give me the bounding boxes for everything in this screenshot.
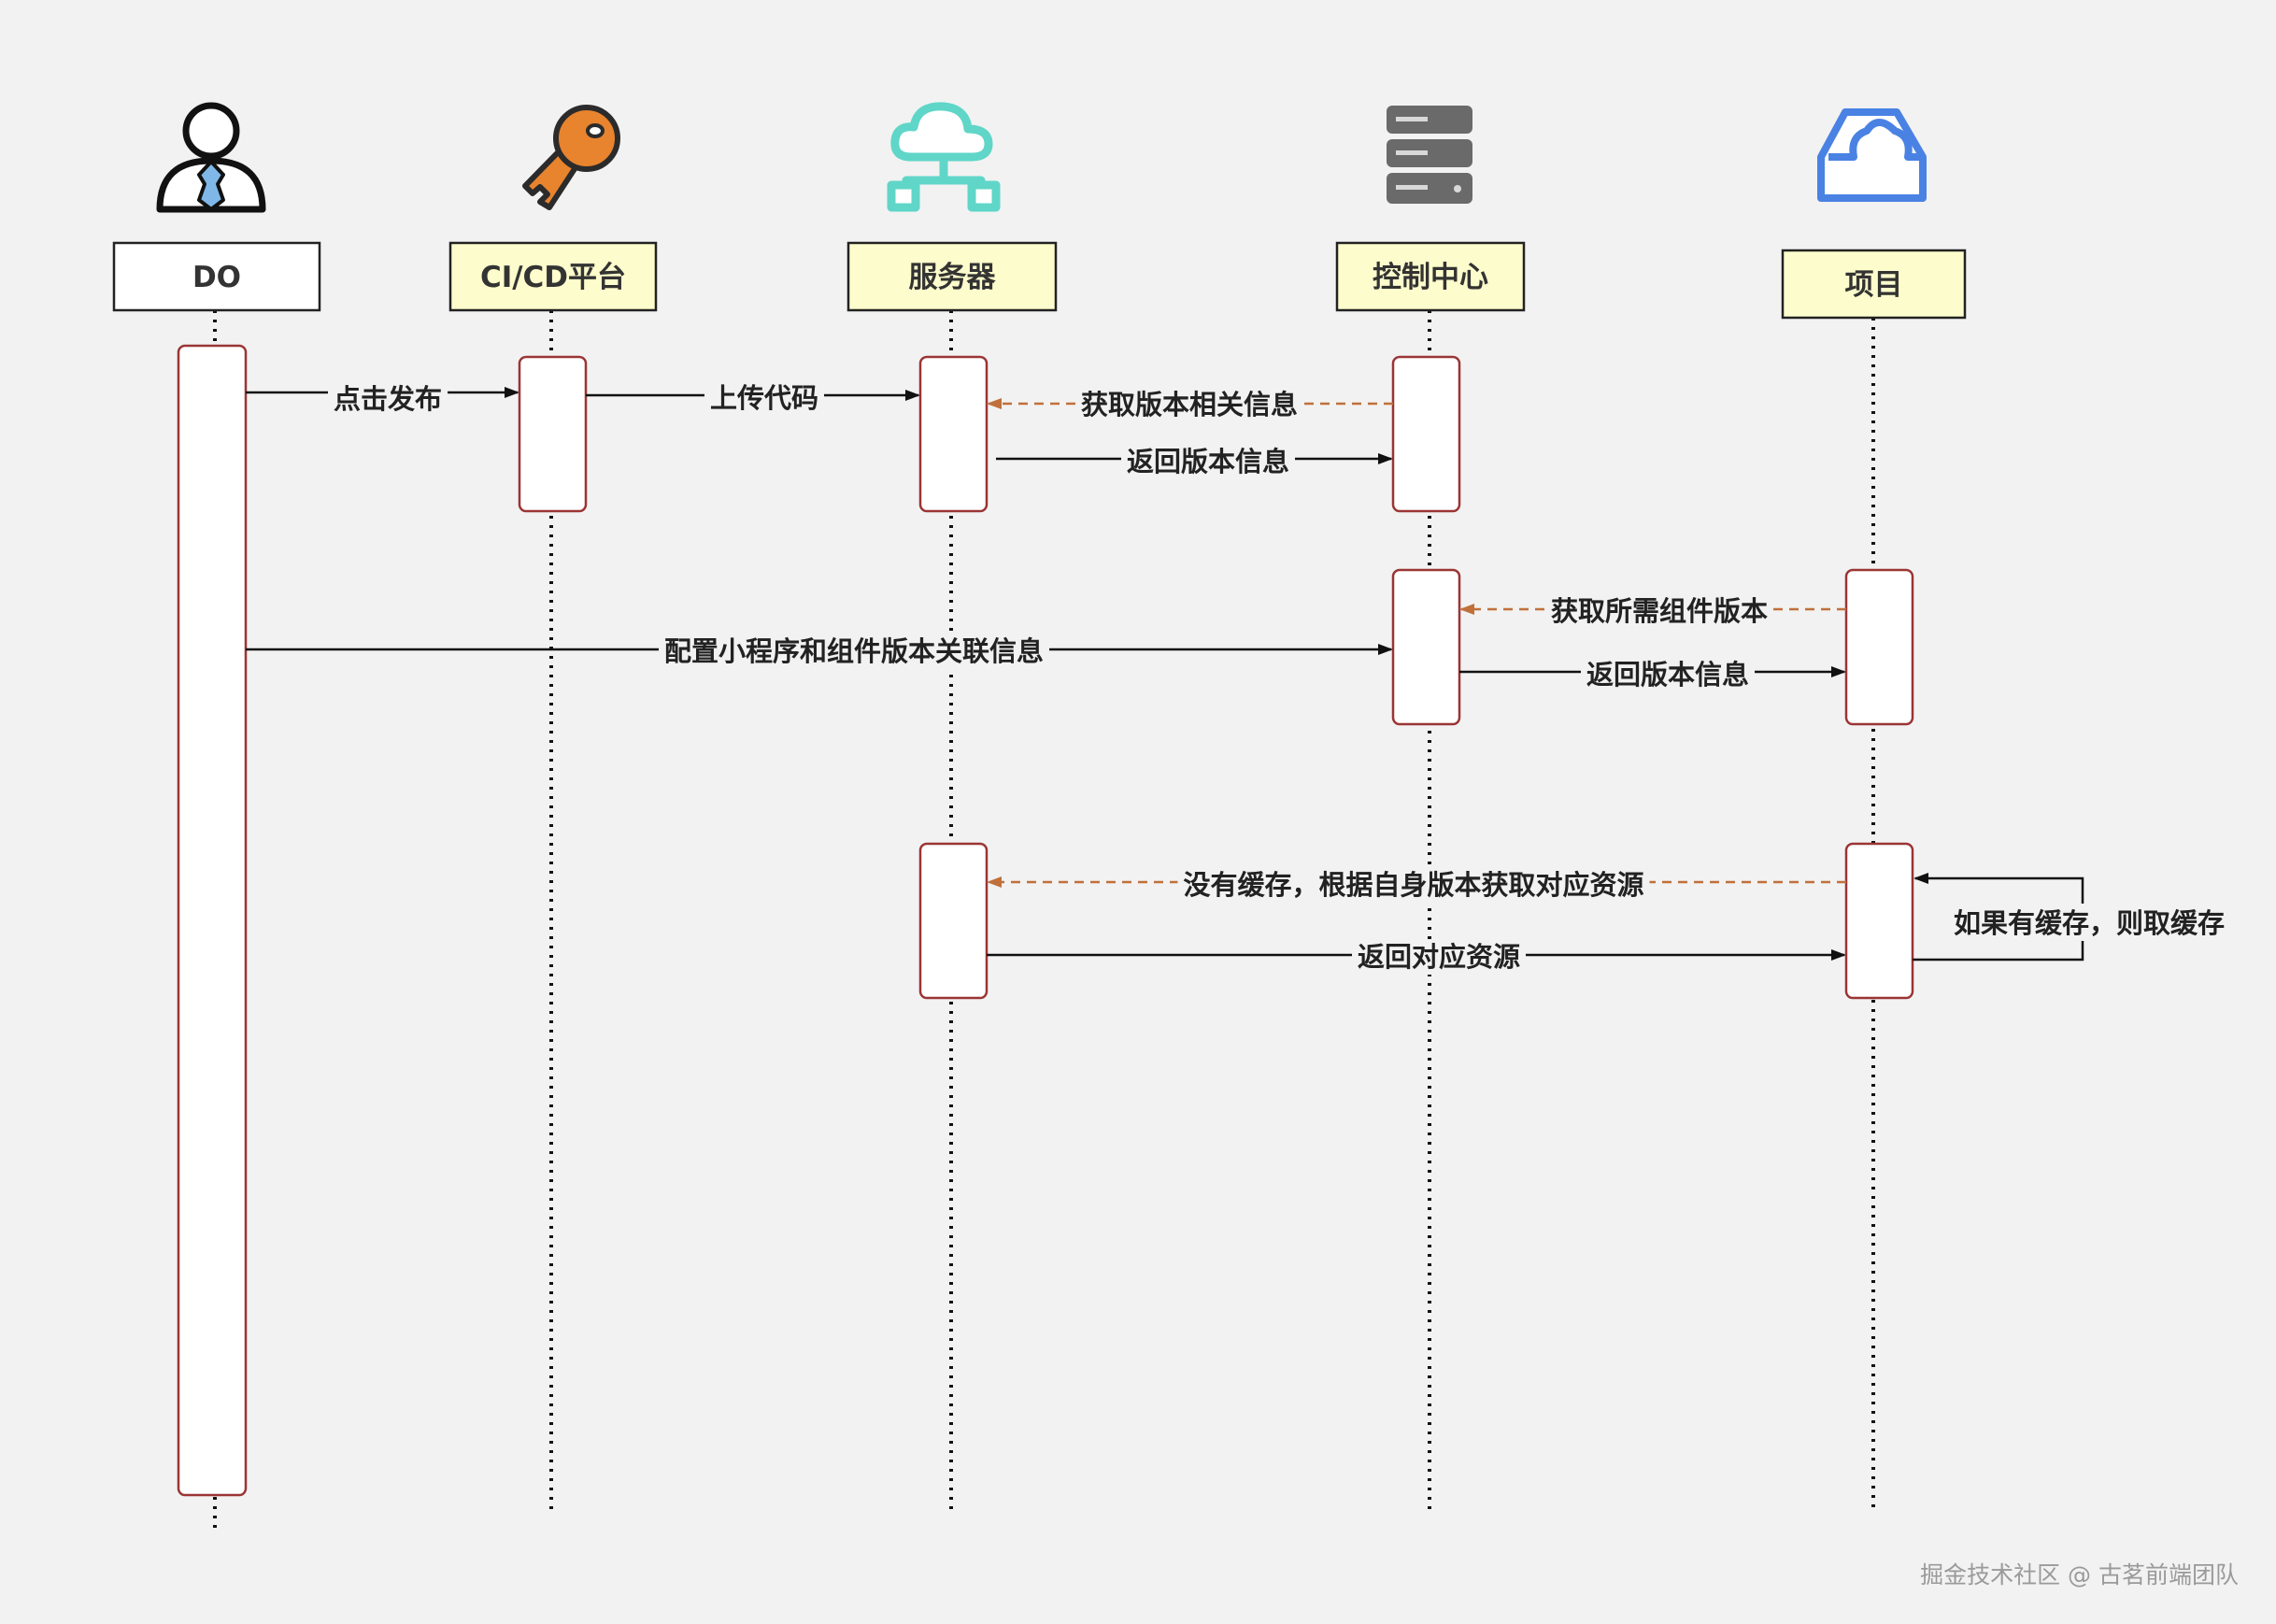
cloud-inbox-icon — [1817, 108, 1927, 202]
label-background — [1177, 867, 1650, 903]
activation-box-control — [1391, 568, 1461, 726]
participant-cicd: CI/CD平台 — [448, 241, 658, 312]
label-background — [1351, 939, 1527, 975]
participant-box — [112, 241, 321, 312]
participant-project: 项目 — [1781, 249, 1967, 320]
label-background — [1074, 387, 1304, 422]
activation-box-do — [177, 344, 248, 1497]
message-label: 获取版本相关信息 — [1081, 389, 1298, 420]
activation-box-server — [918, 355, 989, 513]
message-m8: 没有缓存，根据自身版本获取对应资源 — [987, 867, 1846, 903]
label-background — [658, 634, 1050, 669]
participant-label: DO — [192, 261, 241, 294]
message-m7: 返回版本信息 — [1459, 657, 1846, 692]
person-icon — [156, 102, 266, 213]
message-label: 返回对应资源 — [1358, 941, 1520, 973]
message-label: 上传代码 — [710, 382, 818, 414]
participant-label: CI/CD平台 — [480, 261, 626, 294]
message-m1: 点击发布 — [246, 381, 519, 417]
message-label: 返回版本信息 — [1586, 659, 1749, 691]
label-background — [704, 380, 825, 416]
message-label: 点击发布 — [334, 383, 442, 415]
message-m5: 配置小程序和组件版本关联信息 — [246, 634, 1393, 669]
label-background — [1544, 593, 1774, 629]
message-m10: 如果有缓存，则取缓存 — [1913, 873, 2235, 962]
message-label: 获取所需组件版本 — [1551, 595, 1768, 627]
activation-box-control — [1391, 355, 1461, 513]
label-background — [1945, 904, 2235, 941]
participant-do: DO — [112, 241, 321, 312]
label-background — [1120, 444, 1296, 479]
activation-box-project — [1844, 568, 1914, 726]
label-background — [327, 381, 448, 417]
message-m2: 上传代码 — [586, 380, 920, 416]
message-m6: 获取所需组件版本 — [1459, 593, 1846, 629]
participant-label: 控制中心 — [1373, 261, 1488, 294]
activation-box-server — [918, 842, 989, 1000]
message-label: 如果有缓存，则取缓存 — [1954, 907, 2225, 939]
cloud-network-icon — [887, 102, 1001, 212]
participant-label: 项目 — [1845, 268, 1903, 302]
key-icon — [522, 105, 620, 210]
message-m4: 返回版本信息 — [996, 444, 1393, 479]
message-label: 没有缓存，根据自身版本获取对应资源 — [1183, 869, 1643, 901]
participant-server: 服务器 — [846, 241, 1058, 312]
activation-box-project — [1844, 842, 1914, 1000]
participant-box — [1781, 249, 1967, 320]
message-m9: 返回对应资源 — [987, 939, 1846, 975]
activation-box-cicd — [518, 355, 588, 513]
server-rack-icon — [1387, 106, 1472, 204]
participant-box — [1335, 241, 1526, 312]
message-m3: 获取版本相关信息 — [987, 387, 1393, 422]
participant-box — [846, 241, 1058, 312]
participant-label: 服务器 — [909, 261, 997, 294]
message-label: 配置小程序和组件版本关联信息 — [664, 635, 1044, 667]
participant-box — [448, 241, 658, 312]
participant-control: 控制中心 — [1335, 241, 1526, 312]
message-label: 返回版本信息 — [1127, 446, 1289, 477]
label-background — [1580, 657, 1756, 692]
watermark: 掘金技术社区 @ 古茗前端团队 — [1920, 1561, 2239, 1588]
